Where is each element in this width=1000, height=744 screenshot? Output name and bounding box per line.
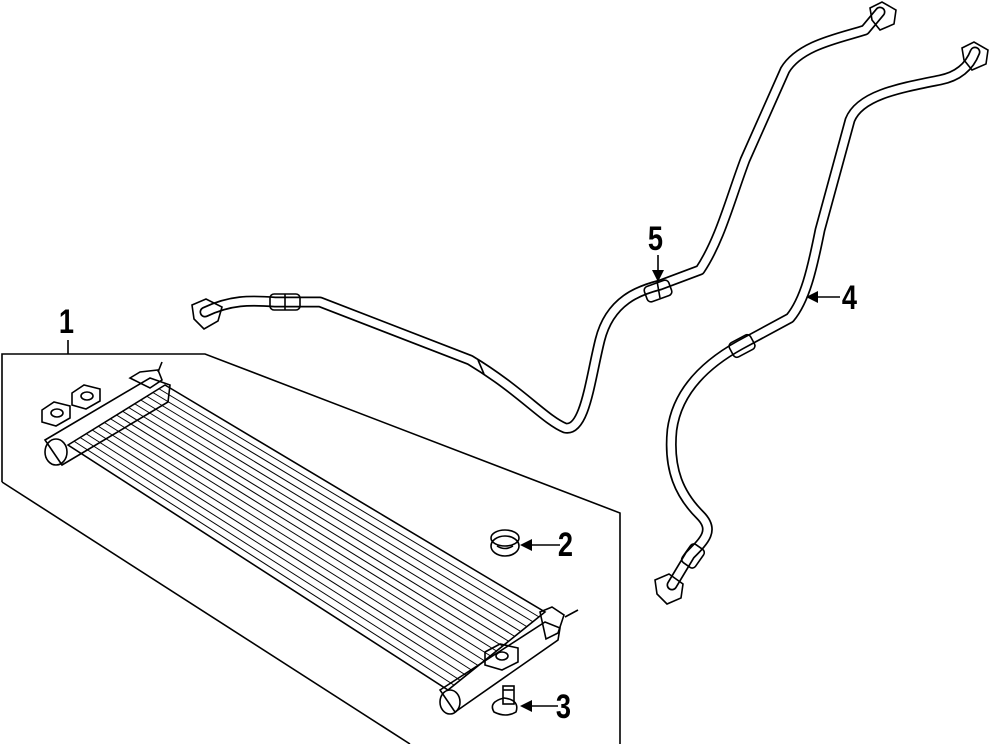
- cooler-fin-line: [91, 429, 473, 671]
- cooler-fin-line: [85, 433, 467, 676]
- cooler-fin-line: [110, 418, 491, 657]
- cooler-fin-line: [140, 399, 522, 632]
- cooler-fin-line: [152, 392, 534, 623]
- cooler-fin-line: [146, 395, 528, 628]
- grommet-part-2: [490, 529, 520, 557]
- bolt-part-3: [491, 685, 518, 716]
- cooler-fin-line: [79, 437, 461, 681]
- callout-1: 1: [58, 303, 75, 341]
- callout-3: 3: [555, 688, 572, 726]
- cooler-line-5: [191, 1, 897, 434]
- cooler-fin-line: [134, 403, 515, 637]
- cooler-fin-line: [98, 425, 479, 667]
- cooler-fin-line: [158, 388, 540, 618]
- cooler-fin-line: [128, 407, 509, 642]
- cooler-fin-line: [122, 410, 503, 647]
- cooler-fin-line: [73, 440, 455, 686]
- callout-arrows: [520, 255, 840, 712]
- assembly-outline-bottom: [1, 481, 411, 744]
- cooler-fin-line: [104, 422, 485, 662]
- assembly-outline: [1, 353, 621, 744]
- cooler-line-4: [654, 41, 989, 605]
- cooler-fins: [73, 388, 540, 686]
- cooler-fin-line: [116, 414, 497, 652]
- callout-2: 2: [557, 526, 574, 564]
- oil-cooler: [41, 361, 579, 715]
- callout-5: 5: [647, 220, 664, 258]
- callout-4: 4: [841, 279, 858, 317]
